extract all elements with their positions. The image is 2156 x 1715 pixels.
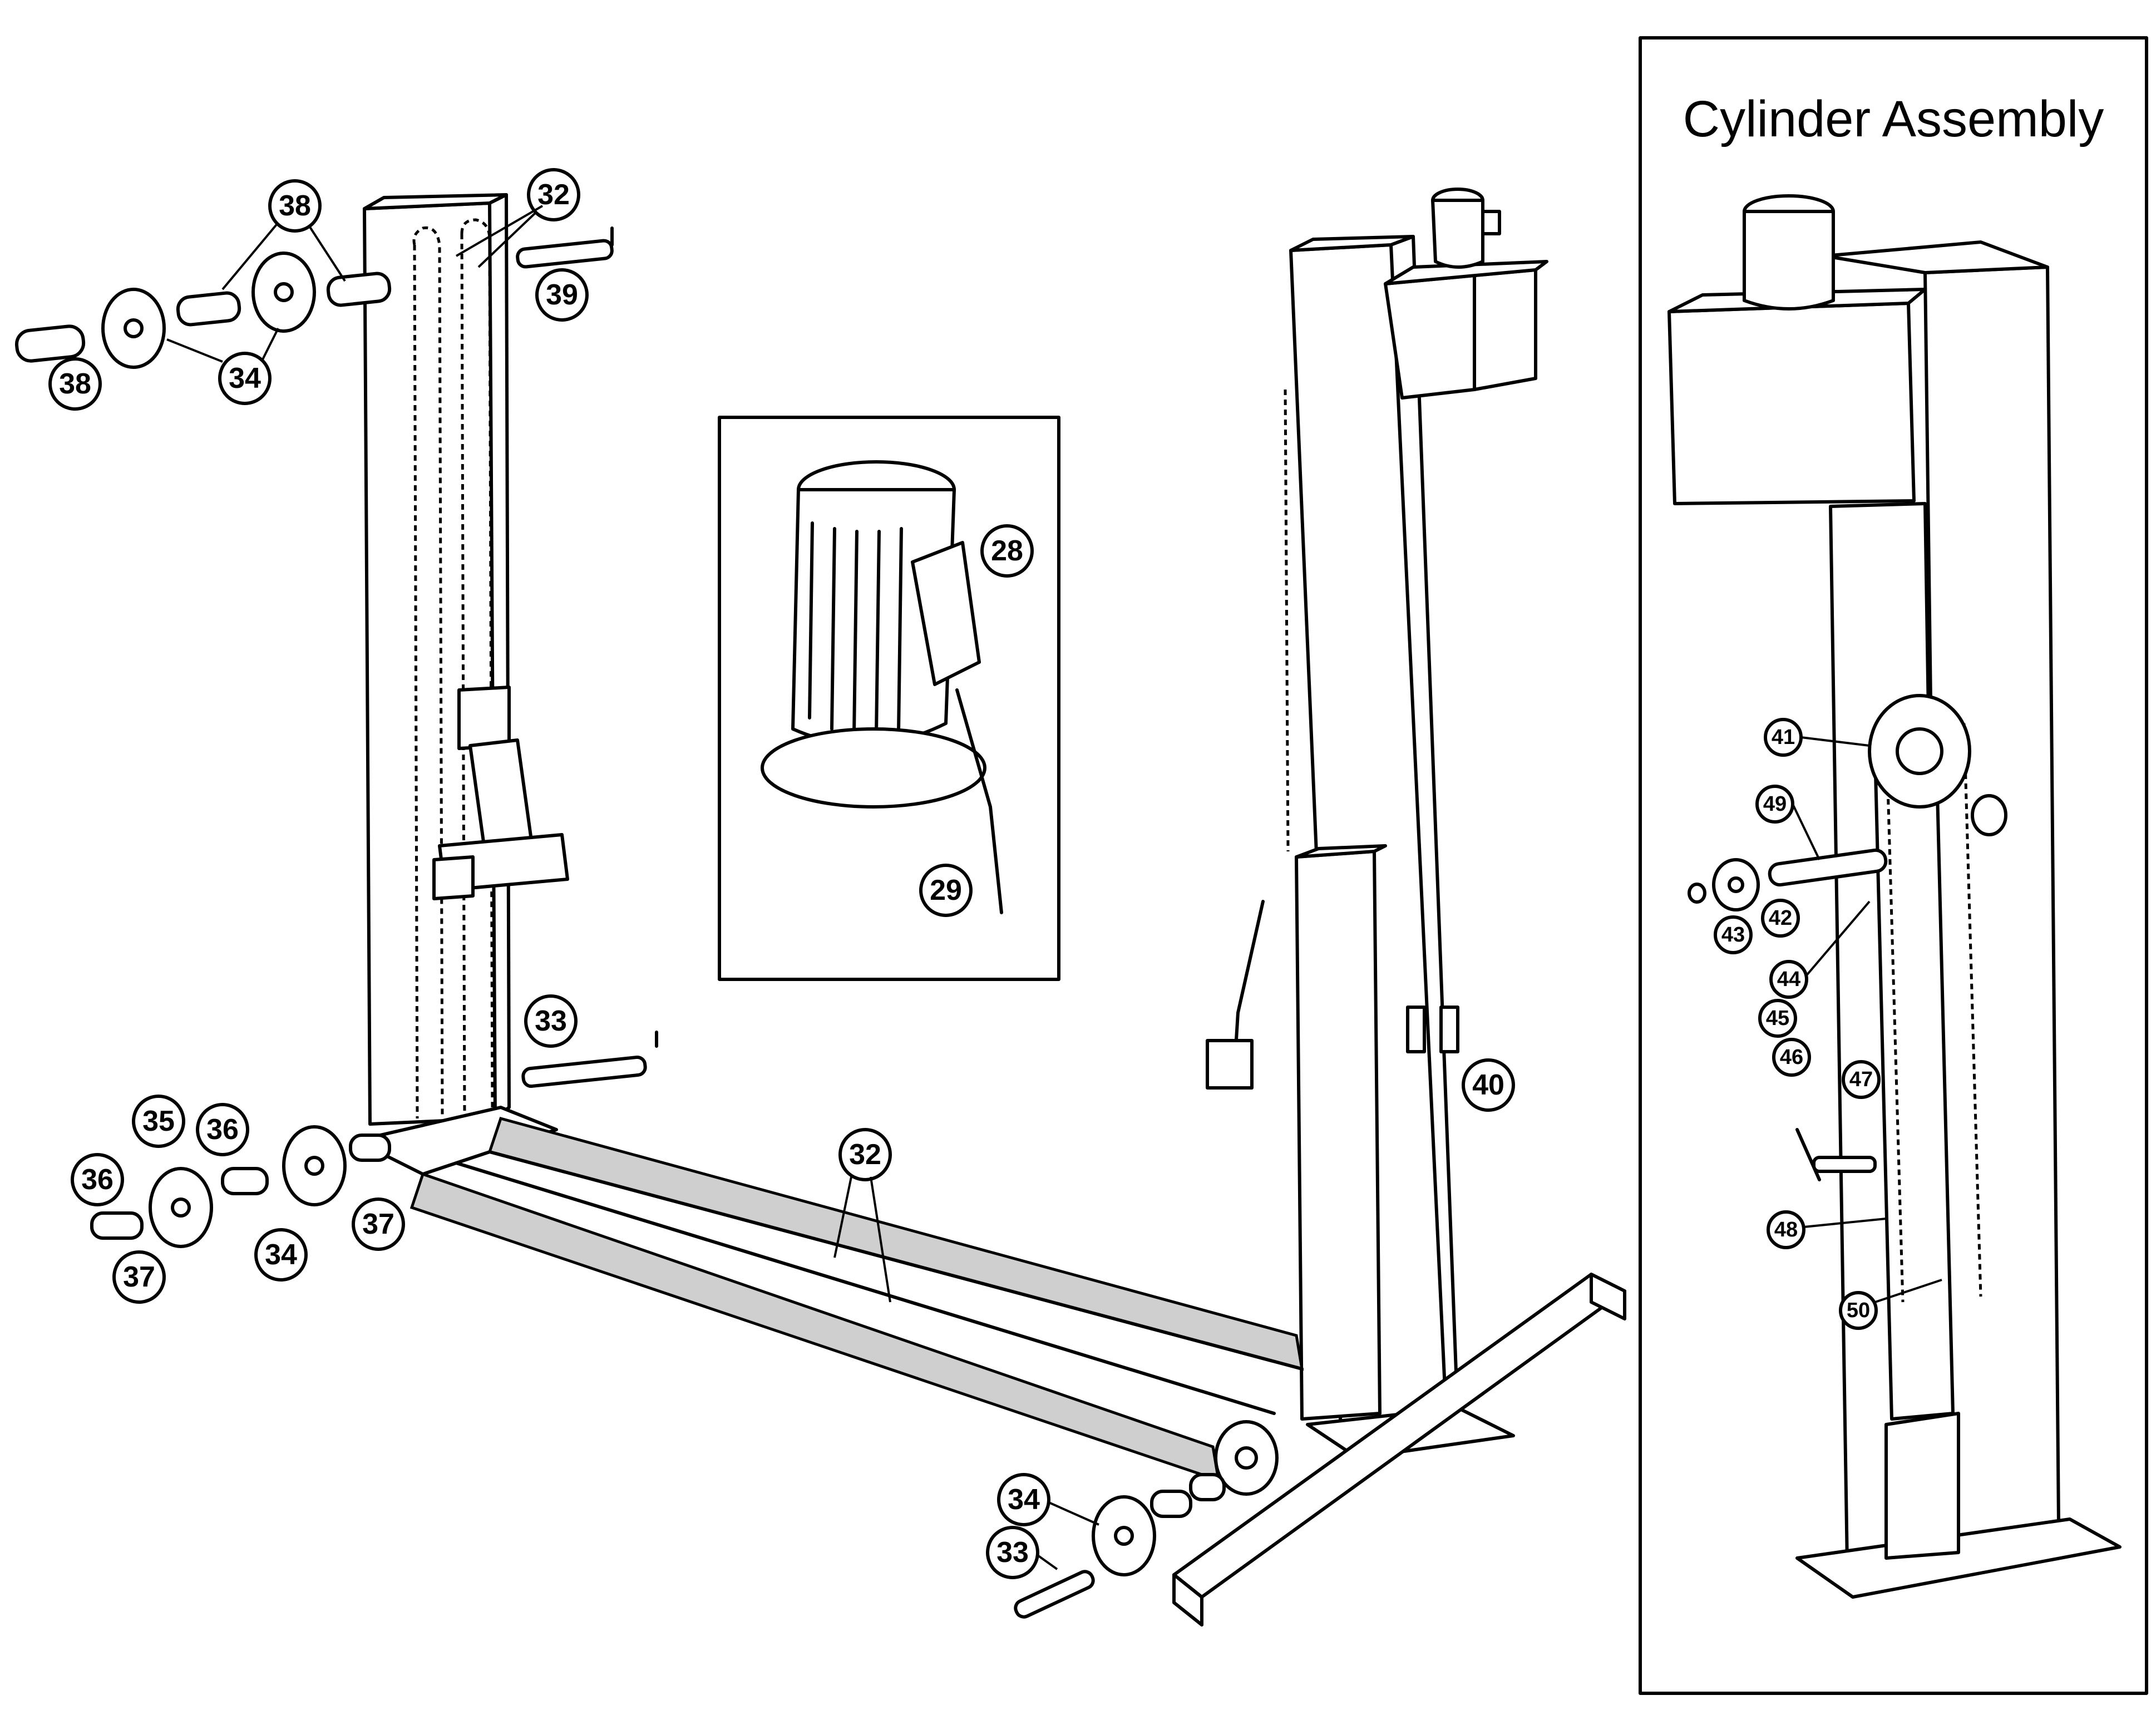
callout: 37 [352,1197,405,1251]
callout: 47 [1842,1060,1881,1099]
callout-label: 45 [1766,1007,1789,1030]
callout-label: 44 [1777,968,1800,991]
callout-label: 34 [265,1239,297,1271]
lower-pulley-parts [90,1031,658,1248]
callout: 36 [71,1153,124,1206]
callout-label: 48 [1774,1218,1798,1241]
callout: 45 [1758,999,1797,1038]
callout: 35 [132,1095,185,1148]
callout-label: 43 [1721,923,1745,947]
callout: 43 [1714,915,1753,954]
callout: 40 [1462,1058,1515,1112]
callout-label: 50 [1847,1299,1870,1322]
callout: 34 [218,352,272,405]
inset-title: Cylinder Assembly [1683,91,2104,147]
callout-label: 38 [279,190,311,222]
callout: 36 [196,1103,249,1156]
callout: 34 [997,1473,1050,1526]
callout-label: 42 [1769,906,1792,930]
callout-label: 28 [991,535,1023,567]
callout: 41 [1764,718,1803,757]
callout-label: 41 [1772,726,1795,749]
callout-label: 35 [142,1105,175,1137]
callout: 28 [980,524,1034,578]
callout: 38 [48,357,102,411]
right-post [1206,188,1548,1460]
callout-label: 32 [537,179,570,211]
callout: 50 [1839,1291,1878,1330]
callout-label: 38 [59,368,91,400]
leader-lines [166,205,1942,1570]
callout-label: 33 [535,1005,567,1037]
callout: 39 [535,268,589,322]
callout-label: 32 [849,1139,881,1171]
callout-label: 46 [1780,1046,1803,1069]
callout: 38 [268,179,322,233]
callout: 34 [254,1228,308,1282]
callout: 48 [1767,1210,1805,1249]
callout: 46 [1772,1038,1811,1077]
callout: 32 [838,1128,892,1181]
callout-label: 37 [123,1261,155,1293]
left-post [354,193,569,1176]
callout: 37 [112,1250,166,1304]
callout-label: 40 [1472,1069,1504,1101]
callout-label: 39 [546,279,578,311]
callout-label: 33 [996,1536,1029,1569]
callout-label: 29 [930,874,962,906]
callout: 49 [1755,785,1794,824]
callout: 29 [919,864,973,917]
callout-label: 47 [1849,1068,1873,1091]
callout: 33 [524,994,578,1048]
motor-inset [718,416,1060,981]
ramp-pulley-parts [1014,1473,1226,1619]
callout-label: 34 [1008,1484,1040,1516]
callout-label: 36 [206,1113,239,1146]
callout: 33 [986,1526,1039,1579]
upper-pulley-parts [14,226,614,369]
callout: 44 [1769,960,1808,999]
callout-label: 34 [229,362,261,395]
cylinder-assembly-inset: Cylinder Assembly [1639,36,2148,1695]
callout-label: 36 [81,1164,114,1196]
callout-label: 49 [1763,792,1787,816]
callout-label: 37 [362,1208,394,1240]
callout: 42 [1761,899,1800,938]
